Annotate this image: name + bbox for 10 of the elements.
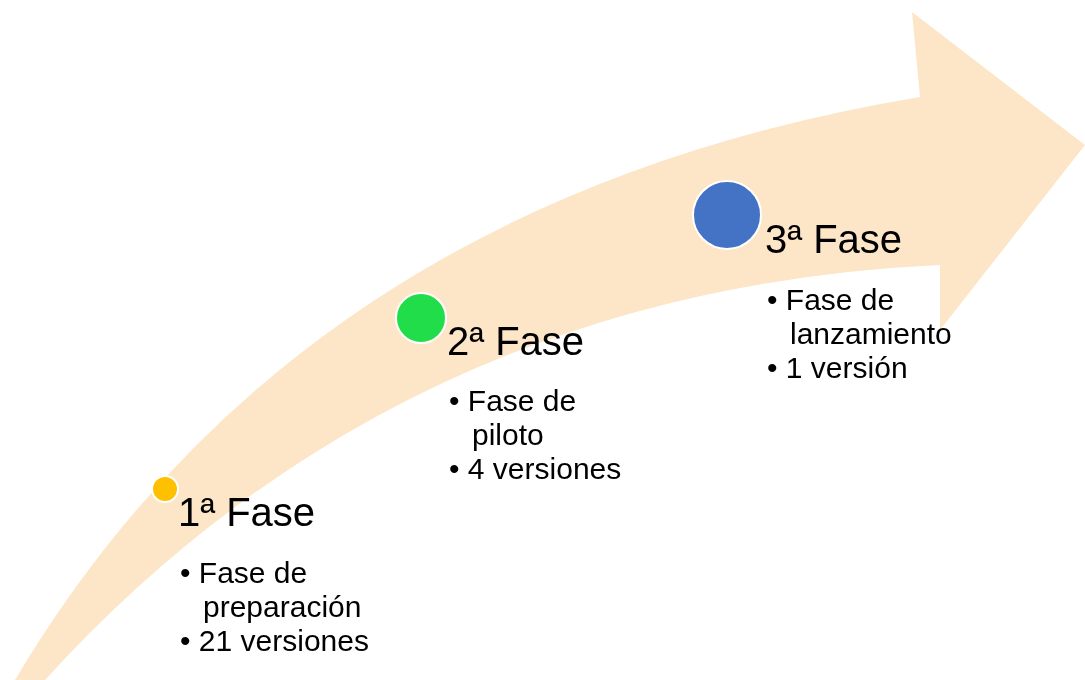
bullet-item: • 21 versiones <box>180 624 370 658</box>
bullet-item: • 4 versiones <box>449 452 623 486</box>
bullet-item: • Fase de piloto <box>449 384 578 452</box>
phase-circle <box>151 475 179 503</box>
phase-heading: 3ª Fase <box>765 216 903 262</box>
bullet-item: • 1 versión <box>767 351 909 385</box>
phase-heading: 2ª Fase <box>447 318 585 364</box>
phase-heading: 1ª Fase <box>178 489 316 535</box>
bullet-item: • Fase de preparación <box>180 556 363 624</box>
bullet-item: • Fase de lanzamiento <box>767 283 953 351</box>
